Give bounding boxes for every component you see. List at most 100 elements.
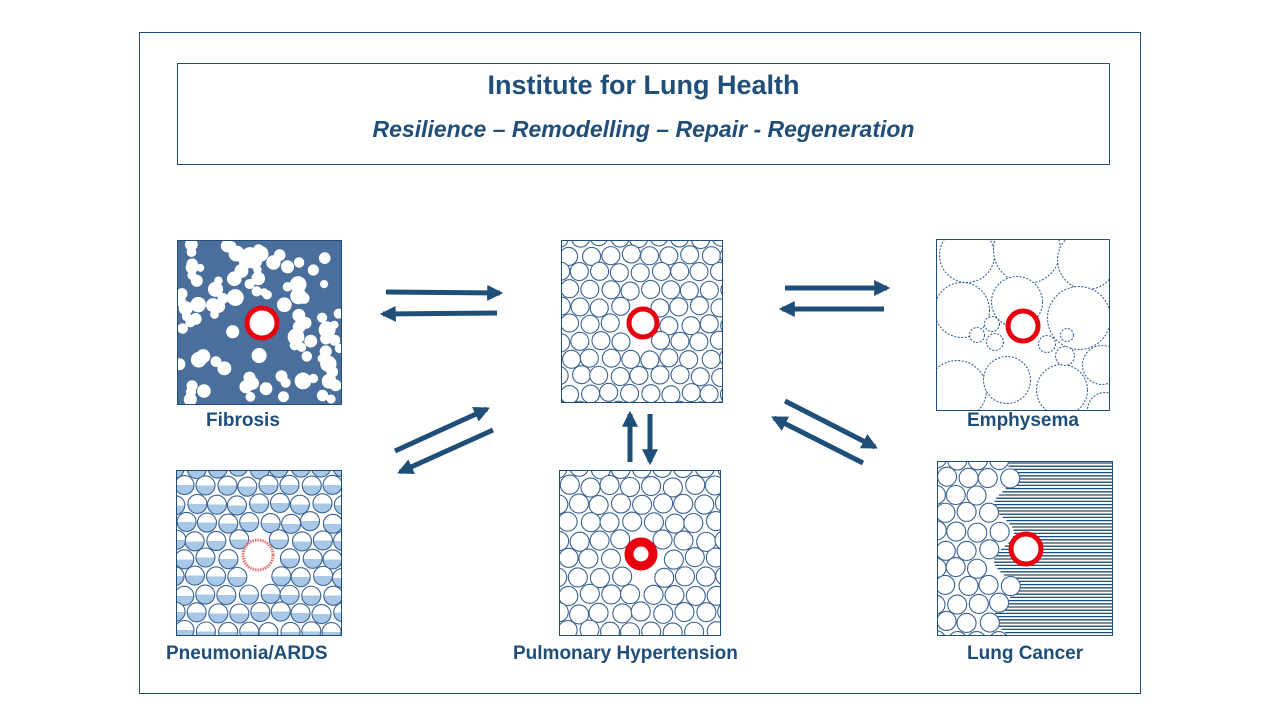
alveolus [562, 246, 579, 266]
alveolus [938, 574, 956, 595]
alveolus [560, 531, 570, 552]
alveolus [670, 365, 690, 385]
healthy-tissue-image [561, 240, 723, 403]
alveolus [938, 462, 947, 469]
alveolus [217, 475, 238, 496]
alveolus [567, 567, 588, 588]
alveolus [684, 621, 705, 635]
alveolus [967, 522, 988, 543]
alveolus [588, 602, 609, 623]
alveolus [685, 585, 706, 606]
alveolus [322, 474, 341, 495]
alveolus [610, 471, 631, 480]
alveolus [956, 540, 977, 561]
alveolus [260, 512, 281, 534]
blood-vessel [626, 306, 660, 340]
alveolus [1086, 391, 1109, 410]
alveolus [659, 316, 679, 336]
alveolus [333, 602, 341, 623]
alveolus [717, 471, 720, 476]
alveolus [601, 348, 621, 368]
alveolus [239, 512, 260, 533]
alveolus [333, 531, 341, 551]
alveolus [620, 281, 640, 301]
alveolus [610, 366, 630, 387]
alveolus [956, 501, 977, 522]
alveolus [569, 471, 589, 477]
fibrosis-tissue-image [177, 240, 342, 405]
alveolus [652, 471, 672, 478]
alveolus [237, 476, 258, 497]
alveolus [691, 241, 711, 250]
label-pneumonia: Pneumonia/ARDS [166, 643, 328, 664]
alveolus [280, 621, 301, 635]
alveolus [560, 585, 579, 607]
alveolus [562, 241, 569, 248]
alveolus [582, 246, 602, 266]
cancer-tissue-image [937, 461, 1113, 636]
alveolus [571, 241, 590, 248]
alveolus [699, 384, 719, 402]
alveolus [610, 241, 630, 248]
alveolus [643, 584, 664, 605]
alveolus [696, 602, 717, 623]
alveolus [683, 512, 704, 534]
alveolus [218, 549, 239, 570]
alveolus [653, 603, 674, 624]
alveolus [560, 511, 578, 532]
alveolus [570, 297, 590, 317]
alveolus [610, 493, 632, 514]
alveolus [578, 548, 599, 569]
alveolus [599, 512, 620, 533]
alveolus [989, 521, 1010, 542]
alveolus [945, 556, 966, 578]
alveolus [299, 511, 321, 532]
alveolus [674, 566, 696, 587]
alveolus [706, 621, 720, 635]
arrow-from-cancer [771, 415, 865, 466]
alveolus [601, 246, 621, 266]
alveolus [711, 367, 722, 388]
alveolus [218, 621, 239, 635]
alveolus [679, 350, 699, 370]
diagram-frame [139, 32, 1141, 694]
alveolus [620, 622, 641, 635]
alveolus [177, 511, 197, 532]
alveolus [560, 494, 569, 515]
alveolus [968, 326, 986, 344]
alveolus [674, 400, 685, 402]
alveolus [719, 249, 722, 263]
alveolus [311, 604, 332, 625]
alveolus [289, 494, 310, 515]
alveolus [712, 241, 722, 247]
alveolus [985, 332, 1005, 352]
alveolus [609, 263, 629, 283]
alveolus [195, 475, 216, 496]
alveolus [641, 279, 661, 300]
alveolus [664, 585, 685, 606]
alveolus [641, 621, 662, 635]
alveolus [591, 331, 611, 351]
alveolus [684, 547, 705, 568]
alveolus [177, 601, 186, 622]
alveolus [978, 502, 1000, 523]
alveolus [599, 474, 620, 496]
alveolus [568, 493, 590, 514]
alveolus [662, 622, 683, 635]
alveolus [177, 566, 185, 586]
alveolus [977, 467, 998, 489]
alveolus [250, 601, 271, 623]
alveolus [695, 471, 715, 478]
alveolus [653, 493, 674, 514]
alveolus [322, 549, 341, 570]
alveolus [680, 245, 700, 265]
alveolus [699, 280, 719, 300]
alveolus [218, 513, 239, 534]
alveolus [589, 530, 610, 551]
alveolus [630, 263, 650, 283]
alveolus [958, 575, 979, 596]
alveolus [195, 547, 216, 568]
alveolus [946, 521, 967, 542]
alveolus [270, 601, 291, 622]
alveolus [560, 474, 580, 495]
